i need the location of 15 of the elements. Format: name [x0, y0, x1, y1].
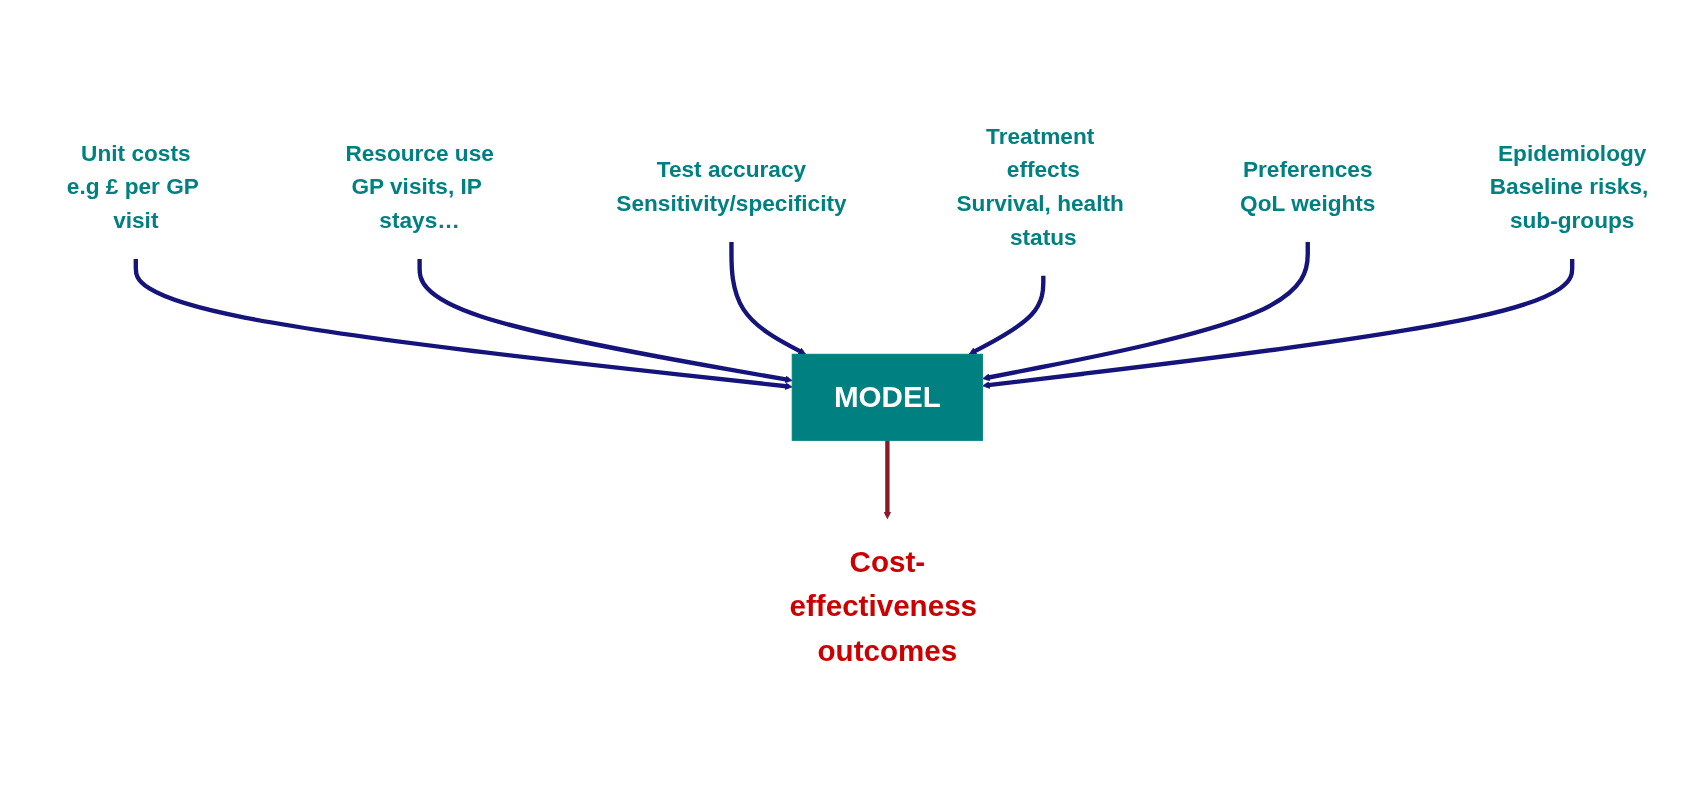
node-text: Treatment effects Survival, health status: [956, 122, 1124, 251]
node-text: Cost-effectiveness outcomes: [789, 544, 978, 667]
arrow: [982, 258, 1575, 389]
node-text: Unit costs e.g £ per GP visit: [66, 139, 199, 234]
node-text: Epidemiology Baseline risks, sub-groups: [1489, 139, 1649, 234]
arrow: [883, 440, 892, 520]
arrow: [417, 258, 793, 384]
node-text: Resource use GP visits, IP stays…: [345, 139, 494, 234]
arrow: [133, 258, 793, 390]
arrow: [982, 241, 1310, 382]
arrow: [729, 241, 807, 355]
arrow: [968, 275, 1046, 355]
node-box: MODEL: [791, 353, 984, 441]
node-text: Test accuracy Sensitivity/specificity: [616, 156, 847, 217]
node-text: Preferences QoL weights: [1240, 156, 1376, 217]
